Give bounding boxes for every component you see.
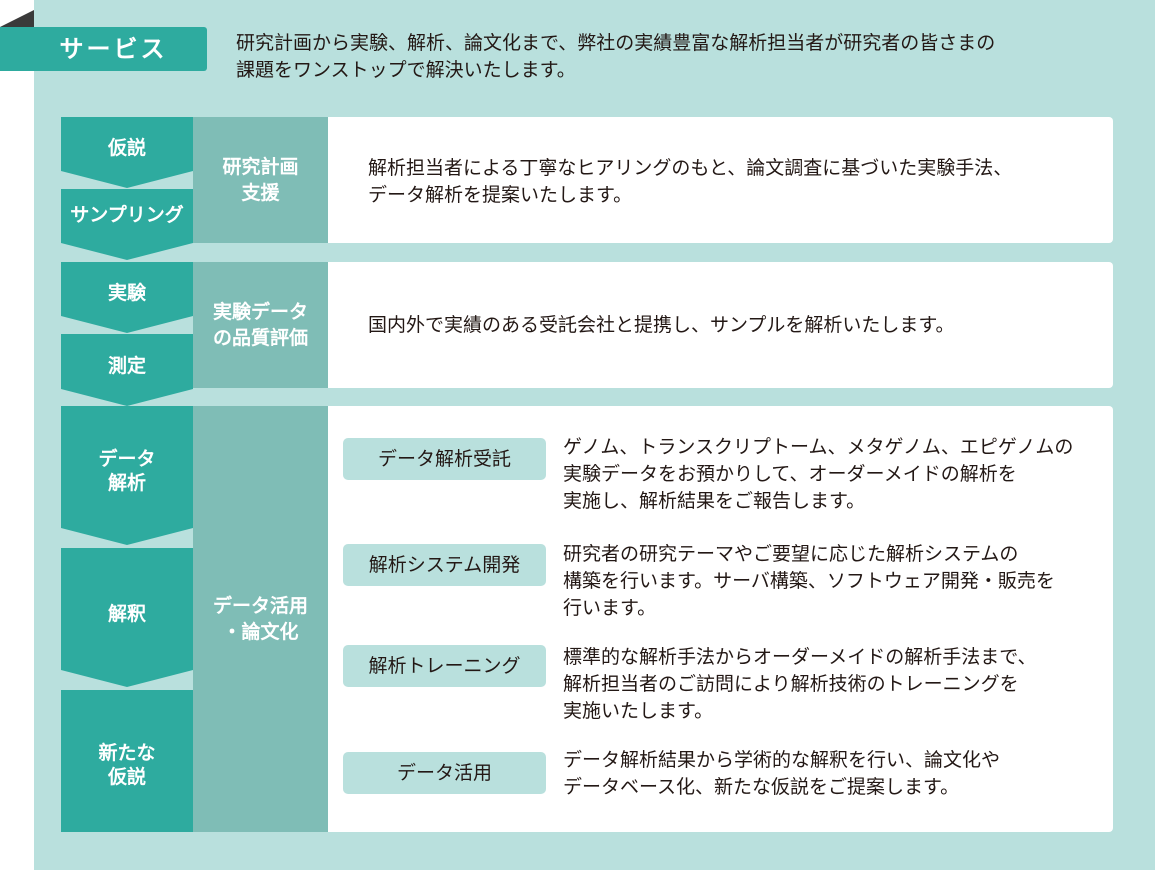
service-label-data-utilization: データ活用 xyxy=(343,752,546,794)
desc-line: 国内外で実績のある受託会社と提携し、サンプルを解析いたします。 xyxy=(368,314,955,336)
desc-line: データベース化、新たな仮説をご提案します。 xyxy=(563,776,960,798)
desc-line: 構築を行います。サーバ構築、ソフトウェア開発・販売を xyxy=(563,570,1055,592)
row-card-quality xyxy=(328,262,1113,388)
tab-fold-decoration xyxy=(0,10,34,27)
service-label-system-development: 解析システム開発 xyxy=(343,544,546,586)
intro-line: 課題をワンストップで解決いたします。 xyxy=(236,59,576,81)
step-hypothesis: 仮説 xyxy=(61,117,193,188)
desc-line: 実験データをお預かりして、オーダーメイドの解析を xyxy=(563,463,1017,485)
step-new-hypothesis: 新たな 仮説 xyxy=(61,690,193,832)
service-description: ゲノム、トランスクリプトーム、メタゲノム、エピゲノムの 実験データをお預かりして… xyxy=(563,434,1073,515)
step-data-analysis: データ 解析 xyxy=(61,406,193,545)
step-line: 新たな xyxy=(98,742,156,764)
intro-text: 研究計画から実験、解析、論文化まで、弊社の実績豊富な解析担当者が研究者の皆さまの… xyxy=(236,30,1136,84)
step-line: 解析 xyxy=(107,471,146,494)
desc-line: 実施いたします。 xyxy=(563,700,714,722)
service-label-analysis-contract: データ解析受託 xyxy=(343,438,546,480)
step-line: 仮説 xyxy=(107,766,146,788)
desc-line: 解析担当者のご訪問により解析技術のトレーニングを xyxy=(563,673,1019,695)
desc-line: ゲノム、トランスクリプトーム、メタゲノム、エピゲノムの xyxy=(563,436,1074,458)
service-description: 標準的な解析手法からオーダーメイドの解析手法まで、 解析担当者のご訪問により解析… xyxy=(563,644,1036,725)
phase-line: 研究計画 xyxy=(222,156,299,178)
step-interpretation: 解釈 xyxy=(61,548,193,687)
desc-line: 解析担当者による丁寧なヒアリングのもと、論文調査に基づいた実験手法、 xyxy=(368,157,1013,179)
step-line: 解釈 xyxy=(107,602,146,625)
step-sampling: サンプリング xyxy=(61,189,193,260)
intro-line: 研究計画から実験、解析、論文化まで、弊社の実績豊富な解析担当者が研究者の皆さまの xyxy=(236,32,996,54)
phase-line: 支援 xyxy=(241,182,280,204)
row-card-planning xyxy=(328,117,1113,243)
service-description: データ解析結果から学術的な解釈を行い、論文化や データベース化、新たな仮説をご提… xyxy=(563,747,1000,801)
desc-line: データ解析結果から学術的な解釈を行い、論文化や xyxy=(563,749,1001,771)
desc-line: データ解析を提案いたします。 xyxy=(368,184,633,206)
phase-line: ・論文化 xyxy=(222,621,299,643)
step-measurement: 測定 xyxy=(61,334,193,406)
phase-line: の品質評価 xyxy=(212,327,308,349)
phase-line: データ活用 xyxy=(212,595,308,617)
desc-line: 標準的な解析手法からオーダーメイドの解析手法まで、 xyxy=(563,646,1037,668)
phase-quality: 実験データ の品質評価 xyxy=(193,262,328,388)
desc-line: 研究者の研究テーマやご要望に応じた解析システムの xyxy=(563,543,1019,565)
row-description: 国内外で実績のある受託会社と提携し、サンプルを解析いたします。 xyxy=(368,312,955,339)
desc-line: 実施し、解析結果をご報告します。 xyxy=(563,490,866,512)
section-tab: サービス xyxy=(0,27,207,71)
row-description: 解析担当者による丁寧なヒアリングのもと、論文調査に基づいた実験手法、 データ解析… xyxy=(368,155,1012,209)
desc-line: 行います。 xyxy=(563,597,657,619)
service-label-training: 解析トレーニング xyxy=(343,645,546,687)
step-line: データ xyxy=(98,447,156,470)
service-description: 研究者の研究テーマやご要望に応じた解析システムの 構築を行います。サーバ構築、ソ… xyxy=(563,541,1055,622)
phase-line: 実験データ xyxy=(212,301,308,323)
phase-utilization: データ活用 ・論文化 xyxy=(193,406,328,832)
phase-planning: 研究計画 支援 xyxy=(193,117,328,243)
step-experiment: 実験 xyxy=(61,262,193,333)
